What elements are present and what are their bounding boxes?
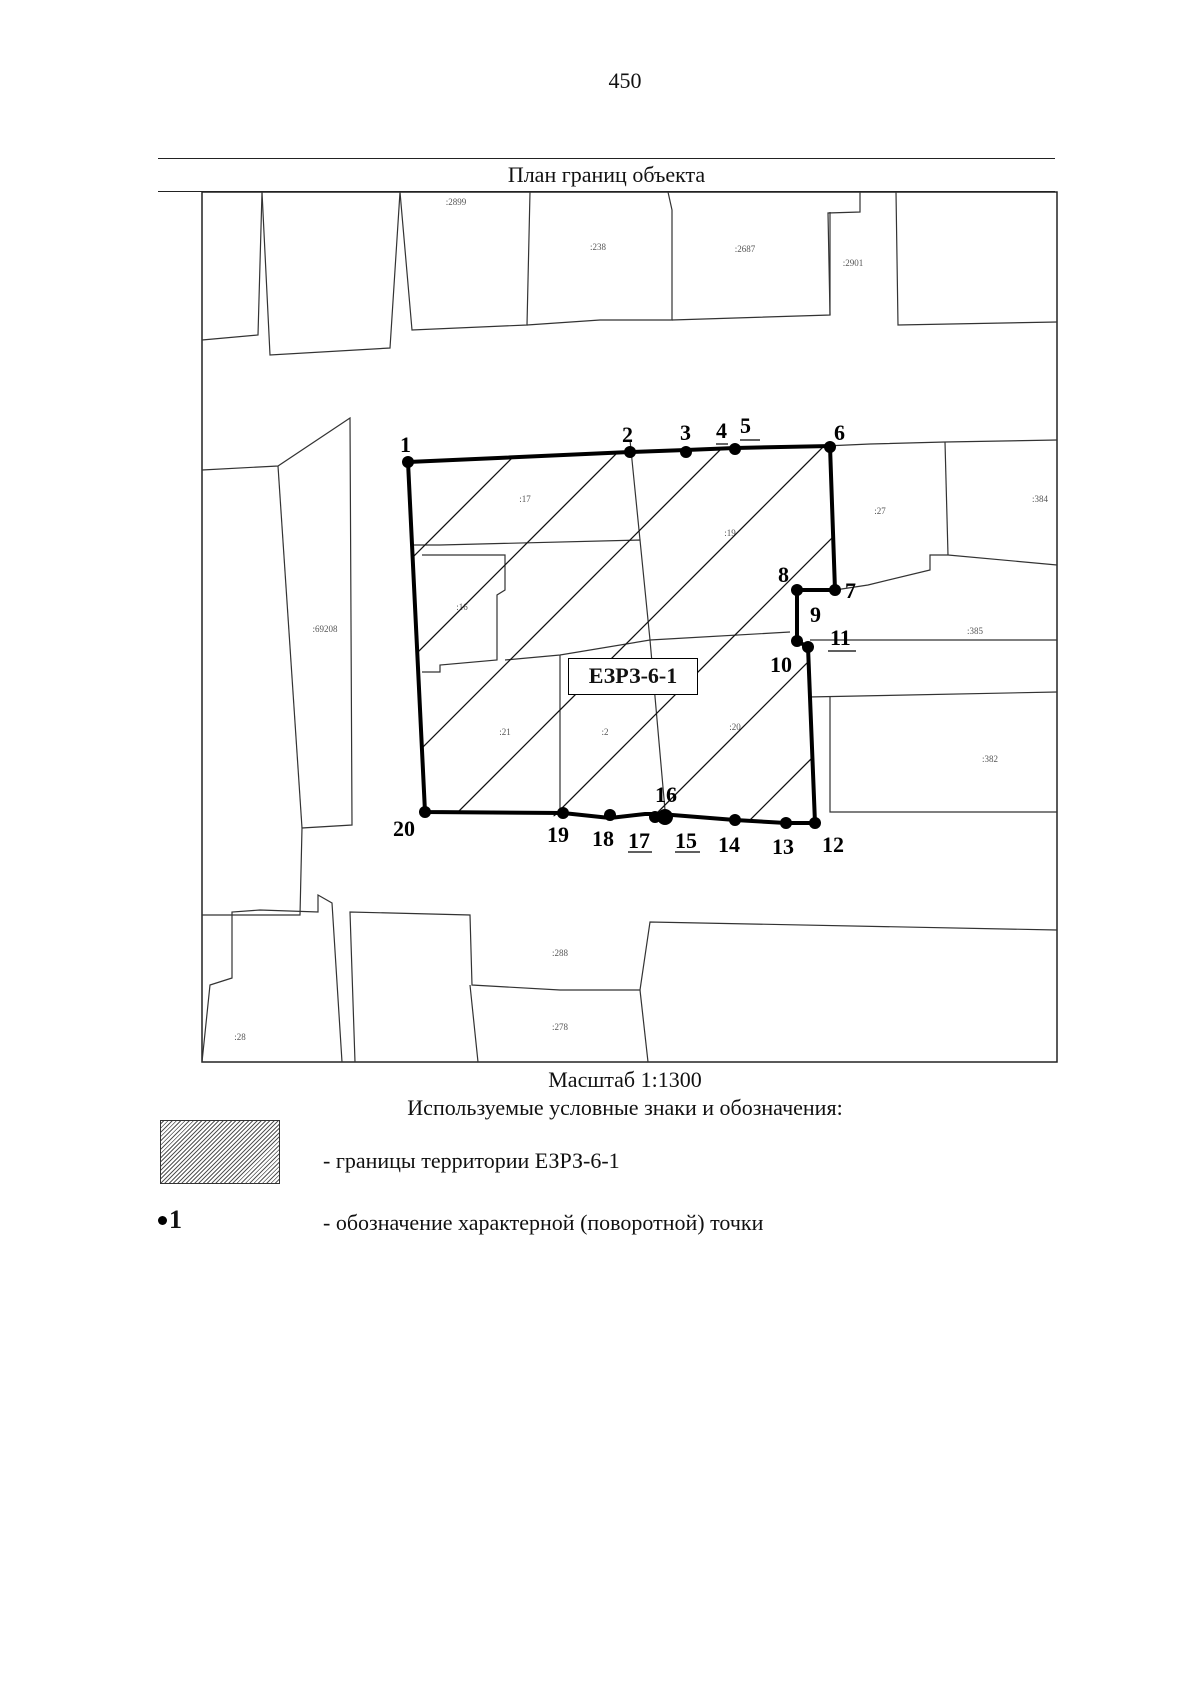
parcel-labels: :2899 :238 :2687 :2901 :17 :19 :27 :384 … [234,197,1048,1042]
point-label: 9 [810,602,821,627]
point-label: 13 [772,834,794,859]
parcel-label: :385 [967,626,984,636]
legend-point-symbol: 1 [158,1205,182,1235]
point-label: 16 [655,782,677,807]
point-marker [802,641,814,653]
parcel-label: :21 [499,727,511,737]
point-label: 15 [675,828,697,853]
point-label: 19 [547,822,569,847]
parcel-label: :238 [590,242,607,252]
parcel-label: :17 [519,494,531,504]
point-label: 11 [830,625,851,650]
scale-label: Масштаб 1:1300 [548,1067,702,1092]
parcel-label: :288 [552,948,569,958]
point-marker [657,809,673,825]
parcel-label: :2901 [843,258,864,268]
parcel-label: :19 [724,528,736,538]
title-rule-top [158,158,1055,159]
parcel-label: :2 [601,727,608,737]
point-label: 5 [740,413,751,438]
point-label: 12 [822,832,844,857]
parcel-label: :278 [552,1022,569,1032]
zone-hatching [408,446,835,823]
point-marker [680,446,692,458]
point-dot-icon [158,1215,167,1225]
boundary-points [402,441,841,829]
point-marker [624,446,636,458]
point-label: 20 [393,816,415,841]
label-underlines [628,439,856,853]
point-marker [829,584,841,596]
parcel-label: :382 [982,754,998,764]
point-marker [649,811,661,823]
point-marker [729,443,741,455]
point-label: 4 [716,418,727,443]
legend-point-number: 1 [169,1205,182,1234]
parcel-label: :69208 [312,624,338,634]
zone-boundary [405,443,838,825]
parcel-label: :28 [234,1032,246,1042]
hatch-swatch-icon [160,1120,280,1184]
zone-label: ЕЗРЗ-6-1 [568,658,698,695]
parcel-label: :20 [729,722,741,732]
point-marker [824,441,836,453]
parcel-lines [202,192,1057,1062]
parcel-label: :2687 [735,244,756,254]
point-label: 7 [845,578,856,603]
point-marker [729,814,741,826]
point-label: 2 [622,422,633,447]
point-labels: 1 2 3 4 5 6 7 8 9 10 11 12 13 14 15 16 1… [393,413,856,859]
point-label: 14 [718,832,740,857]
point-marker [402,456,414,468]
point-marker [557,807,569,819]
parcel-label: :2899 [446,197,467,207]
point-label: 1 [400,432,411,457]
point-label: 8 [778,562,789,587]
point-marker [791,584,803,596]
point-label: 6 [834,420,845,445]
map-frame [201,191,1058,1063]
plan-title: План границ объекта [507,162,706,187]
legend-point-text: - обозначение характерной (поворотной) т… [323,1210,764,1235]
point-marker [791,635,803,647]
point-marker [419,806,431,818]
legend-title: Используемые условные знаки и обозначени… [407,1095,843,1120]
point-label: 18 [592,826,614,851]
point-label: 10 [770,652,792,677]
point-label: 3 [680,420,691,445]
parcel-label: :27 [874,506,886,516]
parcel-label: :384 [1032,494,1049,504]
point-marker [604,809,616,821]
point-label: 17 [628,828,650,853]
point-marker [809,817,821,829]
page-number: 450 [608,68,642,93]
legend-zone-text: - границы территории ЕЗРЗ-6-1 [323,1148,620,1173]
point-marker [780,817,792,829]
